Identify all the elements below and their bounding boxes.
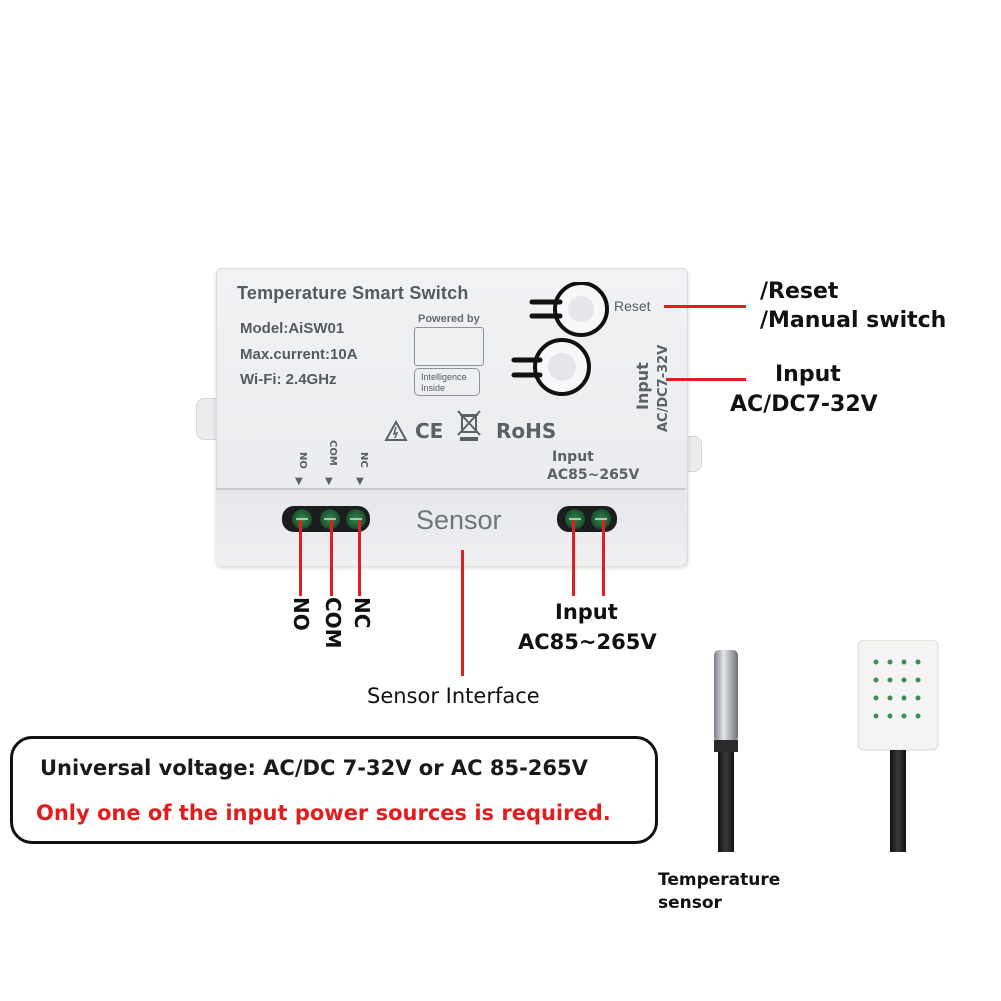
arrow-com-icon: ▼: [325, 476, 333, 487]
powered-by-label: Powered by: [418, 313, 480, 325]
com-leader-line: [330, 520, 333, 596]
rohs-mark: RoHS: [496, 419, 557, 443]
device-relay-nc: NC: [358, 452, 369, 468]
device-title: Temperature Smart Switch: [237, 283, 469, 303]
reset-button-label: Reset: [614, 298, 651, 314]
relay-terminal-block[interactable]: [282, 506, 370, 532]
ac-l-leader-line: [572, 520, 575, 596]
reset-annotation: /Reset: [760, 279, 839, 304]
temperature-sensor-caption-line2: sensor: [658, 893, 722, 913]
dc-input-annotation-range: AC/DC7-32V: [730, 392, 878, 417]
weee-bin-icon: [457, 410, 481, 441]
no-leader-line: [299, 520, 302, 596]
device-relay-com: COM: [327, 440, 338, 466]
device-ac-input-label: Input: [552, 449, 594, 465]
temperature-sensor-caption-line1: Temperature: [658, 870, 781, 890]
single-power-source-warning: Only one of the input power sources is r…: [36, 801, 611, 825]
sensor-interface-annotation: Sensor Interface: [367, 684, 540, 708]
manual-switch-button[interactable]: [510, 336, 592, 398]
sensor-port-label: Sensor: [416, 505, 502, 535]
device-dc-input-label: Input: [633, 362, 652, 410]
com-annotation: COM: [321, 597, 345, 649]
manual-switch-annotation: /Manual switch: [760, 308, 947, 333]
universal-voltage-note: Universal voltage: AC/DC 7-32V or AC 85-…: [40, 756, 588, 780]
dc-input-annotation-title: Input: [775, 362, 841, 387]
device-max-current: Max.current:10A: [240, 346, 358, 363]
nc-leader-line: [358, 520, 361, 596]
intelligence-line1: Intelligence: [421, 372, 467, 382]
terminal-screw-com[interactable]: [320, 509, 340, 529]
nc-annotation: NC: [350, 597, 374, 629]
device-ac-input-range: AC85~265V: [547, 467, 640, 483]
no-annotation: NO: [289, 597, 313, 631]
intelligence-inside-badge: Intelligence Inside: [414, 368, 480, 396]
device-model: Model:AiSW01: [240, 320, 345, 337]
arrow-nc-icon: ▼: [356, 476, 364, 487]
device-wifi: Wi-Fi: 2.4GHz: [240, 371, 337, 388]
voltage-note-box: [10, 736, 658, 844]
sensor-leader-line: [461, 550, 464, 676]
arrow-no-icon: ▼: [295, 476, 303, 487]
ac-n-leader-line: [602, 520, 605, 596]
terminal-screw-ac-l[interactable]: [565, 509, 585, 529]
ce-mark: CE: [415, 419, 444, 443]
reset-leader-line: [664, 305, 746, 308]
device-relay-no: NO: [297, 452, 308, 469]
intelligence-line2: Inside: [421, 383, 446, 393]
temperature-sensor-probes-image: [714, 640, 939, 852]
ac-input-terminal-block[interactable]: [557, 506, 617, 532]
device-dc-input-range: AC/DC7-32V: [656, 344, 671, 432]
terminal-screw-no[interactable]: [292, 509, 312, 529]
terminal-screw-ac-n[interactable]: [591, 509, 611, 529]
reset-button[interactable]: [528, 282, 610, 338]
dc-input-leader-line: [666, 378, 746, 381]
warning-triangle-icon: [384, 420, 408, 441]
terminal-screw-nc[interactable]: [346, 509, 366, 529]
ac-input-annotation-title: Input: [555, 600, 618, 624]
ac-input-annotation-range: AC85~265V: [518, 630, 657, 654]
powered-by-box: [414, 327, 484, 366]
